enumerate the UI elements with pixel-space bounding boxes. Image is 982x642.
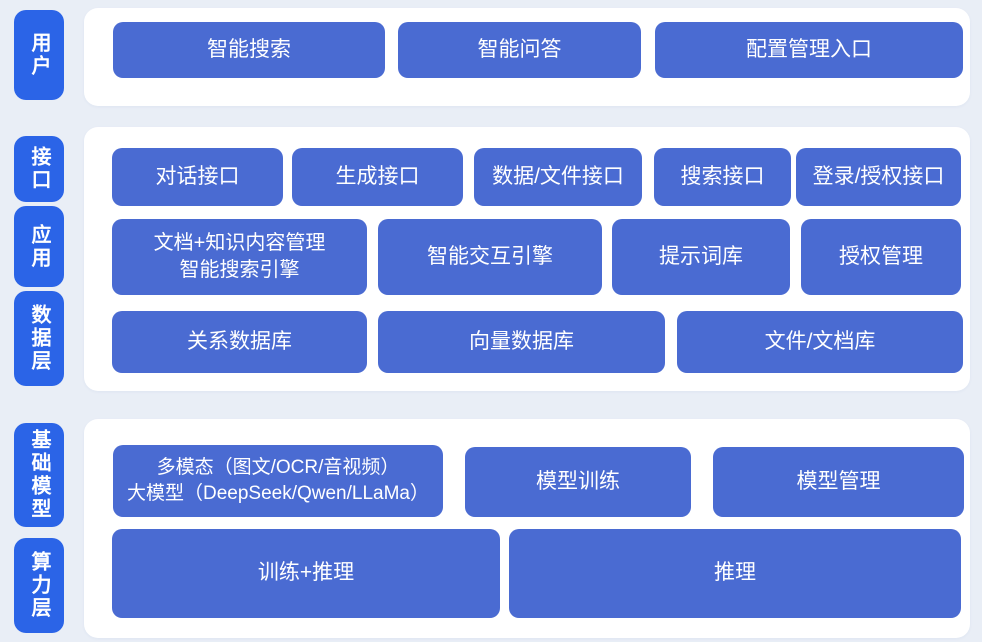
node-config-management-entry: 配置管理入口 [655,22,963,78]
node-inference: 推理 [509,529,961,618]
node-file-doc-store: 文件/文档库 [677,311,963,373]
node-smart-qa: 智能问答 [398,22,641,78]
side-label-foundation-model: 基础模型 [14,423,64,527]
node-auth-management: 授权管理 [801,219,961,295]
node-data-file-api: 数据/文件接口 [474,148,642,206]
node-multimodal-llm: 多模态（图文/OCR/音视频） 大模型（DeepSeek/Qwen/LLaMa） [113,445,443,517]
node-generation-api: 生成接口 [292,148,463,206]
node-login-auth-api: 登录/授权接口 [796,148,961,206]
side-label-compute-layer: 算力层 [14,538,64,633]
node-smart-search: 智能搜索 [113,22,385,78]
side-label-user: 用户 [14,10,64,100]
side-label-application: 应用 [14,206,64,287]
node-prompt-library: 提示词库 [612,219,790,295]
node-dialog-api: 对话接口 [112,148,283,206]
node-model-management: 模型管理 [713,447,964,517]
side-label-interface: 接口 [14,136,64,202]
node-doc-knowledge-search-engine: 文档+知识内容管理 智能搜索引擎 [112,219,367,295]
node-vector-db: 向量数据库 [378,311,665,373]
node-model-training: 模型训练 [465,447,691,517]
node-interactive-engine: 智能交互引擎 [378,219,602,295]
node-training-inference: 训练+推理 [112,529,500,618]
node-relational-db: 关系数据库 [112,311,367,373]
side-label-data-layer: 数据层 [14,291,64,386]
node-search-api: 搜索接口 [654,148,791,206]
